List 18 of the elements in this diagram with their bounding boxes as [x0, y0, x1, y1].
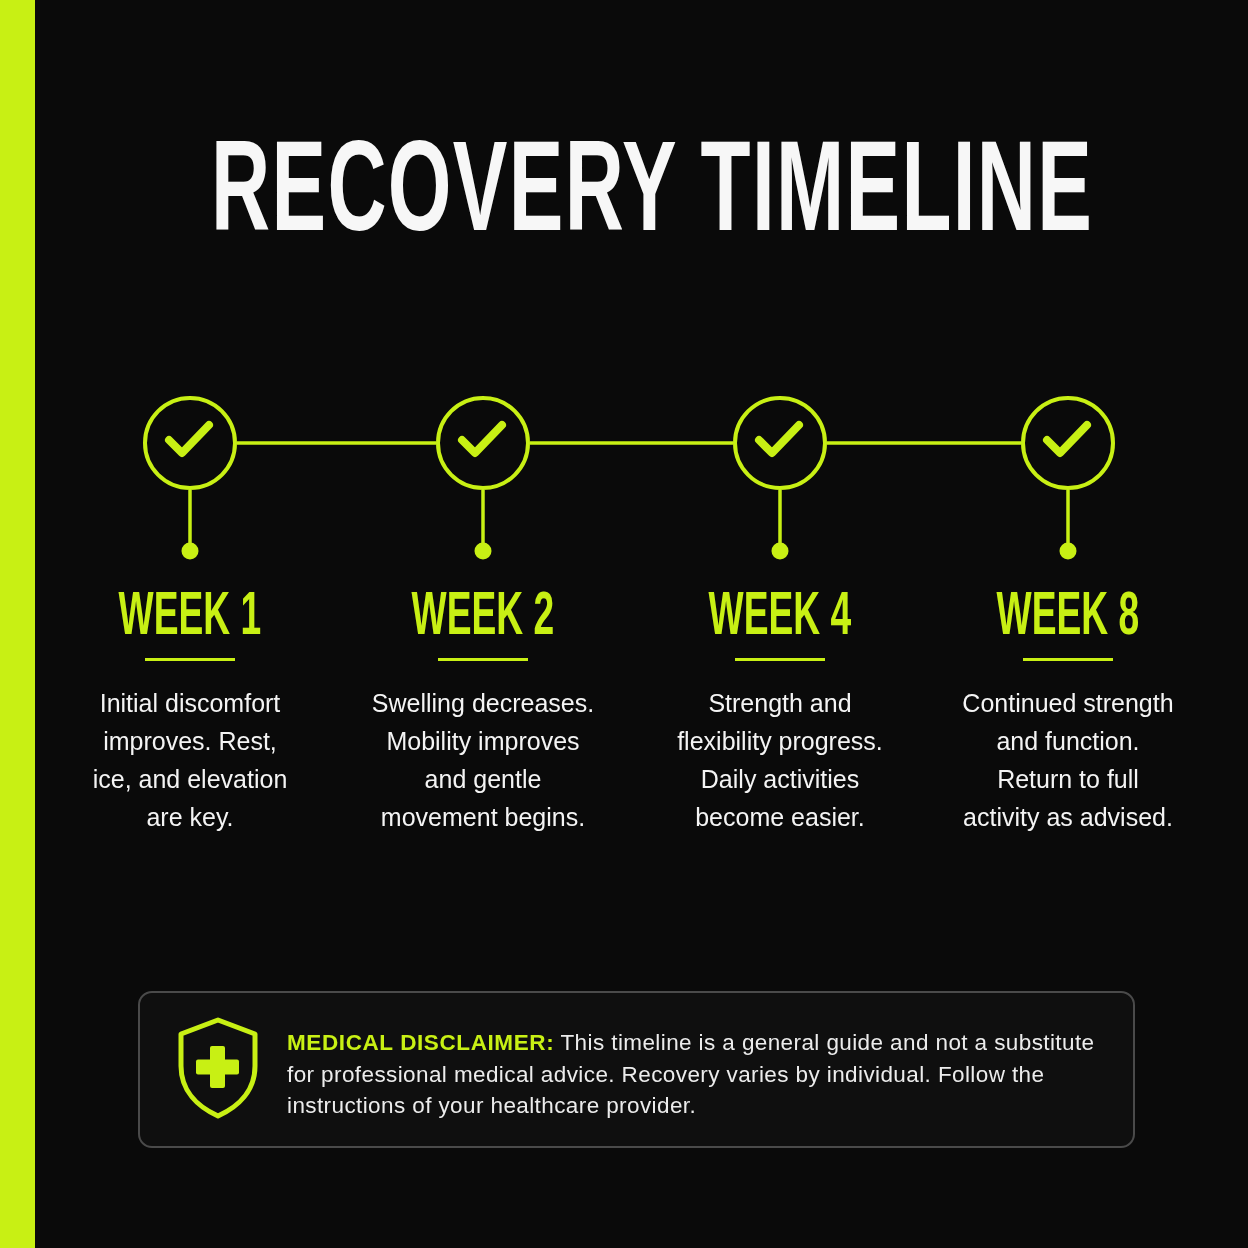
week-description: Swelling decreases. Mobility improves and gentle movement begins.: [370, 688, 596, 833]
week-description: Initial discomfort improves. Rest, ice, and elevation are key.: [91, 688, 289, 833]
stem-line: [771, 490, 789, 560]
title: RECOVERY TIMELINE: [211, 122, 1094, 250]
week-description: Continued strength and function. Return to full activity as advised.: [961, 688, 1175, 833]
connector-line: [530, 441, 733, 445]
disclaimer-text: MEDICAL DISCLAIMER: This timeline is a general guide and not a substitute for professional medical advice. Recovery varies by individual. Follow the instructions of your healthcare provider.: [287, 1029, 1096, 1120]
week-heading: WEEK 4: [708, 582, 852, 644]
week-heading: WEEK 8: [996, 582, 1140, 644]
connector-line: [237, 441, 436, 445]
stem-line: [181, 490, 199, 560]
week-heading: WEEK 2: [411, 582, 555, 644]
connector-line: [827, 441, 1021, 445]
week-heading: WEEK 1: [118, 582, 262, 644]
stem-line: [1059, 490, 1077, 560]
disclaimer-panel: [138, 991, 1135, 1148]
stem-line: [474, 490, 492, 560]
week-description: Strength and flexibility progress. Daily activities become easier.: [676, 688, 884, 833]
